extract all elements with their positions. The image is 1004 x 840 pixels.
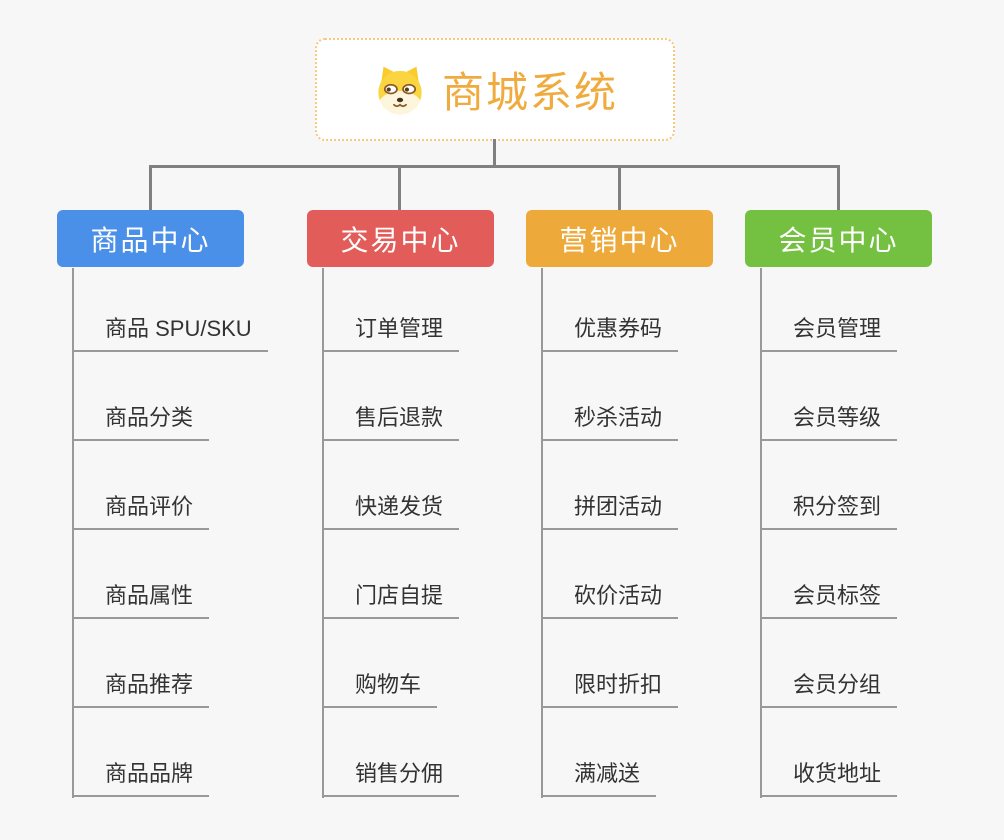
leaf-node[interactable]: 订单管理 — [324, 311, 460, 352]
leaf-node[interactable]: 拼团活动 — [543, 489, 679, 530]
branch-connector-drop — [618, 166, 621, 211]
branch-node-trade-center[interactable]: 交易中心 — [307, 210, 494, 267]
leaf-node[interactable]: 秒杀活动 — [543, 400, 679, 441]
branch-children-member-center: 会员管理 会员等级 积分签到 会员标签 会员分组 收货地址 — [760, 268, 898, 798]
leaf-node[interactable]: 商品属性 — [74, 578, 210, 619]
root-connector-stub — [493, 139, 496, 168]
branch-children-trade-center: 订单管理 售后退款 快递发货 门店自提 购物车 销售分佣 — [322, 268, 460, 798]
leaf-node[interactable]: 收货地址 — [762, 756, 898, 797]
leaf-node[interactable]: 商品品牌 — [74, 756, 210, 797]
branch-node-member-center[interactable]: 会员中心 — [745, 210, 932, 267]
leaf-node[interactable]: 快递发货 — [324, 489, 460, 530]
leaf-node[interactable]: 商品分类 — [74, 400, 210, 441]
branch-connector-drop — [837, 166, 840, 211]
leaf-node[interactable]: 商品 SPU/SKU — [74, 311, 268, 352]
leaf-node[interactable]: 售后退款 — [324, 400, 460, 441]
leaf-node[interactable]: 销售分佣 — [324, 756, 460, 797]
branch-connector-bar — [149, 165, 840, 168]
leaf-node[interactable]: 会员等级 — [762, 400, 898, 441]
leaf-node[interactable]: 限时折扣 — [543, 667, 679, 708]
leaf-node[interactable]: 购物车 — [324, 667, 438, 708]
dog-face-icon — [378, 66, 422, 114]
leaf-node[interactable]: 门店自提 — [324, 578, 460, 619]
branch-children-product-center: 商品 SPU/SKU 商品分类 商品评价 商品属性 商品推荐 商品品牌 — [72, 268, 268, 798]
branch-node-marketing-center[interactable]: 营销中心 — [526, 210, 713, 267]
leaf-node[interactable]: 商品推荐 — [74, 667, 210, 708]
leaf-node[interactable]: 满减送 — [543, 756, 657, 797]
leaf-node[interactable]: 商品评价 — [74, 489, 210, 530]
leaf-node[interactable]: 优惠券码 — [543, 311, 679, 352]
leaf-node[interactable]: 砍价活动 — [543, 578, 679, 619]
leaf-node[interactable]: 会员管理 — [762, 311, 898, 352]
branch-node-product-center[interactable]: 商品中心 — [57, 210, 244, 267]
leaf-node[interactable]: 会员分组 — [762, 667, 898, 708]
leaf-node[interactable]: 会员标签 — [762, 578, 898, 619]
branch-children-marketing-center: 优惠券码 秒杀活动 拼团活动 砍价活动 限时折扣 满减送 — [541, 268, 679, 798]
branch-connector-drop — [149, 166, 152, 211]
branch-connector-drop — [398, 166, 401, 211]
leaf-node[interactable]: 积分签到 — [762, 489, 898, 530]
root-node-title: 商城系统 — [441, 69, 618, 116]
root-node-mall-system[interactable]: 商城系统 — [315, 38, 675, 141]
